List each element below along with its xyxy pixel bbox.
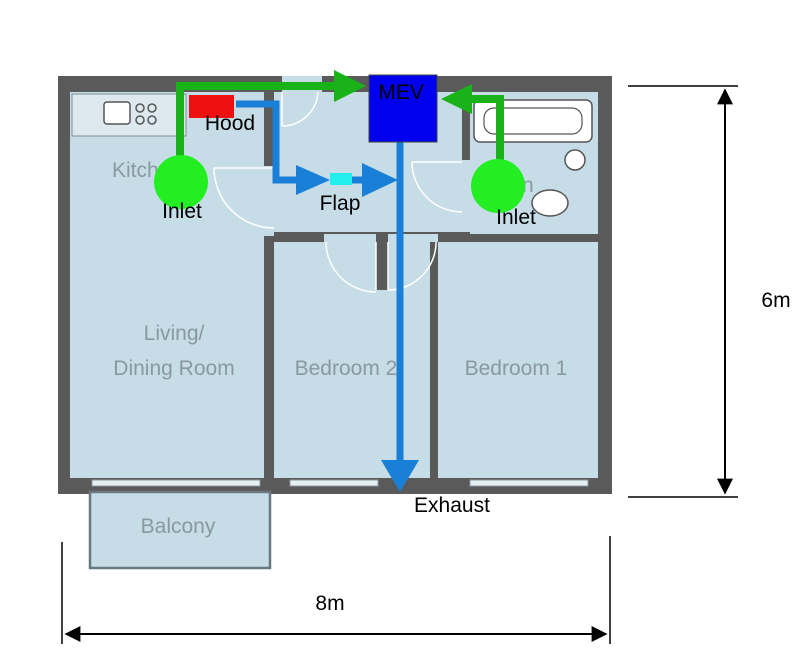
hob-icon [147, 115, 157, 125]
door-swing [281, 91, 319, 127]
hob-icon [135, 115, 145, 125]
toilet-icon [531, 189, 569, 217]
room-label-bathroom-partial: n [522, 174, 534, 197]
hood-unit [189, 95, 234, 118]
supply-airflow-right [472, 95, 504, 160]
inlet-left-label: Inlet [162, 200, 202, 223]
height-dimension-label: 6m [761, 289, 790, 312]
room-label-bedroom-2: Bedroom 2 [295, 357, 398, 380]
hob-icon [135, 103, 145, 113]
flap-label: Flap [320, 192, 361, 215]
door-opening [388, 234, 438, 242]
bathtub-inner [483, 107, 583, 135]
exhaust-arrowhead [381, 460, 419, 492]
door-opening [264, 166, 274, 236]
internal-wall [430, 236, 438, 478]
washbasin-icon [564, 149, 586, 171]
internal-wall [264, 92, 274, 478]
room-label-balcony: Balcony [141, 515, 216, 538]
room-label-kitchen: Kitch [112, 159, 159, 182]
mev-label: MEV [378, 81, 424, 104]
sink-icon [103, 101, 131, 125]
window [91, 479, 261, 487]
inlet-left-circle [154, 155, 208, 209]
bedroom-2-room [274, 242, 430, 478]
room-label-living-line2: Dining Room [113, 357, 234, 380]
extract-arrowhead-hallway [296, 165, 330, 195]
room-label-bedroom-1: Bedroom 1 [465, 357, 568, 380]
window [289, 479, 379, 487]
window [469, 479, 589, 487]
supply-arrowhead-right [441, 84, 472, 114]
bathtub-icon [473, 99, 593, 143]
balcony-area [88, 490, 272, 570]
mev-unit [368, 74, 438, 143]
inlet-right-circle [471, 159, 525, 213]
supply-airflow-left [176, 82, 334, 160]
room-label-living-line1: Living/ [144, 322, 205, 345]
kitchen-living-room [70, 92, 264, 478]
door-swing [411, 161, 463, 213]
flap-unit [330, 173, 352, 185]
hood-label: Hood [205, 112, 255, 135]
door-opening [324, 234, 376, 242]
extract-airflow-hood [236, 100, 296, 184]
internal-wall [376, 234, 388, 290]
width-dimension-label: 8m [315, 592, 344, 615]
door-swing [325, 241, 377, 293]
supply-arrowhead-left [334, 70, 366, 102]
door-swing [213, 167, 275, 229]
extract-arrowhead-flap [362, 163, 398, 197]
hob-icon [147, 103, 157, 113]
inlet-right-label: Inlet [496, 206, 536, 229]
exhaust-label: Exhaust [414, 494, 490, 517]
bedroom-1-room [438, 242, 598, 478]
door-opening [462, 160, 470, 232]
